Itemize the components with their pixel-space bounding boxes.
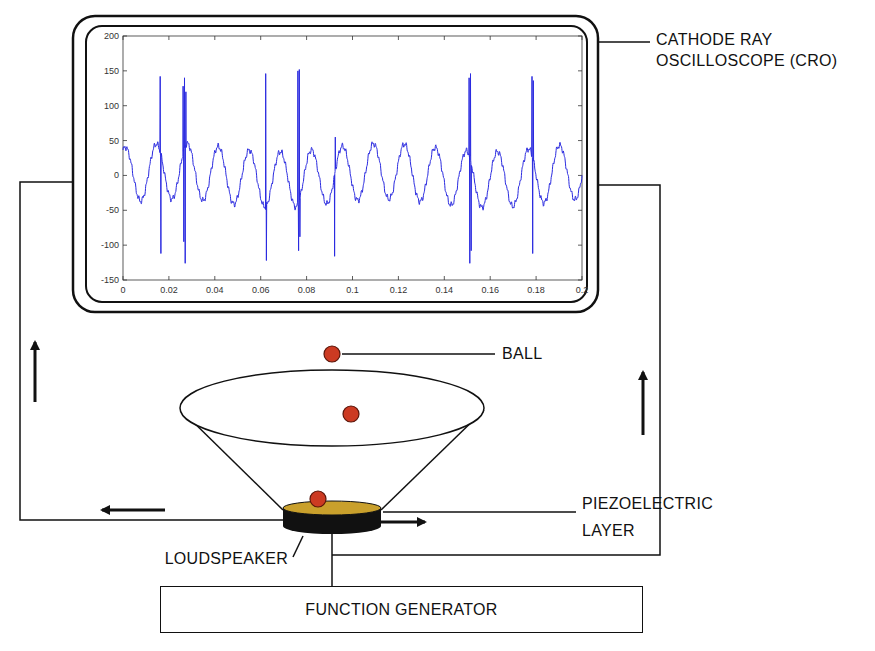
tick-mark bbox=[578, 280, 582, 281]
tick-mark bbox=[214, 36, 215, 40]
axis-tick-label: 0.18 bbox=[527, 285, 545, 295]
tick-mark bbox=[578, 245, 582, 246]
axis-tick-label: 200 bbox=[104, 31, 119, 41]
axis-tick-label: 0.04 bbox=[206, 285, 224, 295]
cone-rim bbox=[180, 370, 484, 446]
leader-line bbox=[342, 353, 495, 355]
axis-tick-label: -150 bbox=[101, 275, 119, 285]
tick-mark bbox=[582, 36, 583, 40]
tick-mark bbox=[123, 70, 127, 71]
axis-tick-label: 0.08 bbox=[298, 285, 316, 295]
axis-tick-label: 0 bbox=[114, 170, 119, 180]
tick-mark bbox=[123, 140, 127, 141]
leader-line bbox=[598, 41, 650, 43]
cro-screen bbox=[86, 26, 587, 302]
tick-mark bbox=[168, 276, 169, 280]
tick-mark bbox=[352, 36, 353, 40]
flow-arrow bbox=[102, 509, 165, 512]
axis-tick-label: 150 bbox=[104, 66, 119, 76]
tick-mark bbox=[578, 105, 582, 106]
tick-mark bbox=[260, 36, 261, 40]
tick-mark bbox=[578, 140, 582, 141]
tick-mark bbox=[536, 276, 537, 280]
axis-tick-label: 0.06 bbox=[252, 285, 270, 295]
tick-mark bbox=[578, 36, 582, 37]
tick-mark bbox=[582, 276, 583, 280]
tick-mark bbox=[352, 276, 353, 280]
tick-mark bbox=[444, 36, 445, 40]
tick-mark bbox=[398, 276, 399, 280]
ball bbox=[324, 346, 340, 362]
axis-tick-label: 0.1 bbox=[346, 285, 359, 295]
component-label: BALL bbox=[502, 345, 542, 363]
component-label: LOUDSPEAKER bbox=[165, 550, 288, 568]
tick-mark bbox=[123, 36, 127, 37]
tick-mark bbox=[490, 36, 491, 40]
flow-arrow bbox=[642, 372, 645, 435]
tick-mark bbox=[578, 175, 582, 176]
axis-tick-label: 0 bbox=[120, 285, 125, 295]
generator-box: FUNCTION GENERATOR bbox=[160, 586, 643, 633]
box-text: FUNCTION GENERATOR bbox=[305, 601, 497, 619]
tick-mark bbox=[123, 276, 124, 280]
flow-arrow bbox=[34, 342, 37, 402]
tick-mark bbox=[123, 36, 124, 40]
tick-mark bbox=[578, 210, 582, 211]
tick-mark bbox=[444, 276, 445, 280]
waveform bbox=[123, 70, 582, 264]
tick-mark bbox=[398, 36, 399, 40]
axis-tick-label: 0.2 bbox=[576, 285, 589, 295]
tick-mark bbox=[123, 105, 127, 106]
leader-line bbox=[383, 511, 576, 513]
piezo-layer bbox=[283, 501, 381, 515]
ball bbox=[310, 491, 326, 507]
tick-mark bbox=[168, 36, 169, 40]
axis-tick-label: 0.14 bbox=[436, 285, 454, 295]
tick-mark bbox=[123, 175, 127, 176]
axis-tick-label: 0.02 bbox=[160, 285, 178, 295]
plot-ticks bbox=[123, 36, 582, 280]
plot-frame bbox=[123, 36, 582, 280]
axis-tick-label: 50 bbox=[109, 136, 119, 146]
tick-mark bbox=[306, 36, 307, 40]
ball bbox=[343, 406, 359, 422]
tick-mark bbox=[306, 276, 307, 280]
tick-mark bbox=[536, 36, 537, 40]
cro-housing bbox=[73, 16, 598, 312]
component-label: CATHODE RAY OSCILLOSCOPE (CRO) bbox=[656, 30, 868, 72]
wire bbox=[331, 532, 333, 586]
axis-tick-label: -50 bbox=[106, 205, 119, 215]
tick-mark bbox=[578, 70, 582, 71]
tick-mark bbox=[260, 276, 261, 280]
tick-mark bbox=[123, 245, 127, 246]
axis-tick-label: -100 bbox=[101, 240, 119, 250]
tick-mark bbox=[123, 280, 127, 281]
tick-mark bbox=[123, 210, 127, 211]
leader-line bbox=[293, 536, 303, 557]
tick-mark bbox=[214, 276, 215, 280]
tick-mark bbox=[490, 276, 491, 280]
axis-tick-label: 0.12 bbox=[390, 285, 408, 295]
axis-tick-label: 0.16 bbox=[481, 285, 499, 295]
component-label: PIEZOELECTRIC LAYER bbox=[582, 490, 732, 544]
axis-tick-label: 100 bbox=[104, 101, 119, 111]
